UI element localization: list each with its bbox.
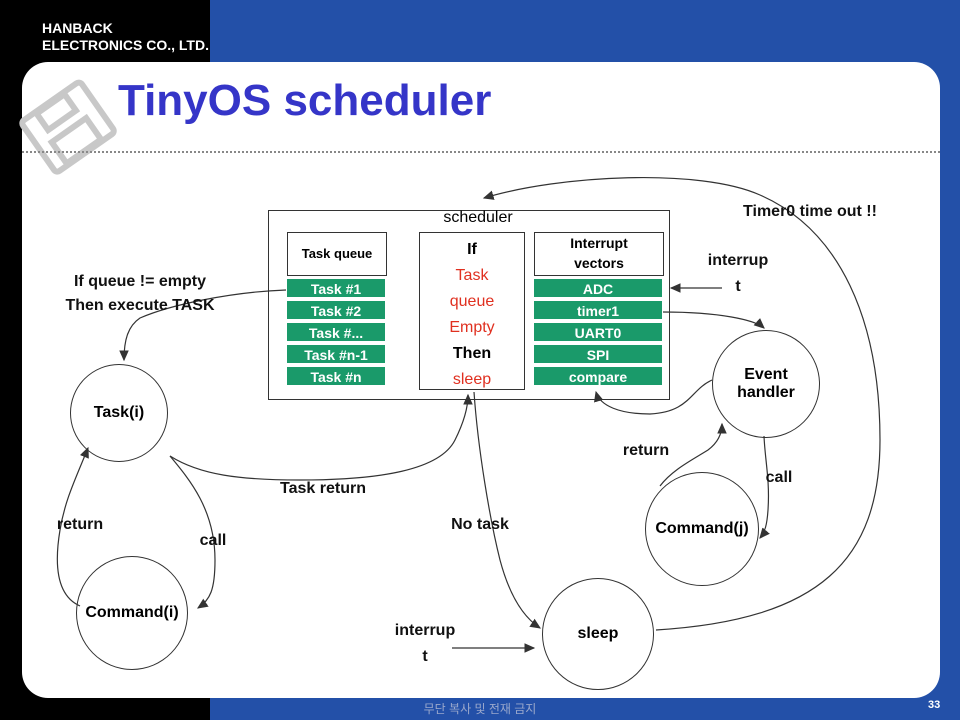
copyright-notice: 무단 복사 및 전재 금지 <box>423 702 537 716</box>
condition-then: Then <box>452 345 492 362</box>
company-line-2: ELECTRONICS CO., LTD. <box>42 37 209 53</box>
command-j-node: Command(j) <box>645 472 759 586</box>
task-queue-header: Task queue <box>287 232 387 276</box>
command-i-node: Command(i) <box>76 556 188 670</box>
task-i-node: Task(i) <box>70 364 168 462</box>
event-handler-line1: Event <box>744 366 788 383</box>
title-separator <box>22 151 940 153</box>
interrupt-vector-item: ADC <box>533 278 663 298</box>
task-queue-item: Task #... <box>286 322 386 342</box>
sleep-node: sleep <box>542 578 654 690</box>
condition-if: If <box>467 241 477 258</box>
page-number: 33 <box>928 699 941 711</box>
timer0-label: Timer0 time out !! <box>743 203 877 220</box>
interrupt-vector-item: timer1 <box>533 300 663 320</box>
condition-task: Task <box>455 267 489 284</box>
interrupt-bottom-line2: t <box>422 648 428 665</box>
call-left-label: call <box>199 532 227 549</box>
scheduler-label: scheduler <box>443 209 513 226</box>
interrupt-vectors-header-line1: Interrupt <box>570 235 628 251</box>
condition-empty: Empty <box>449 319 495 336</box>
return-right-label: return <box>622 442 670 459</box>
interrupt-vector-item: UART0 <box>533 322 663 342</box>
page-title: TinyOS scheduler <box>118 76 492 125</box>
if-queue-line2: Then execute TASK <box>65 297 215 314</box>
condition-sleep: sleep <box>452 371 492 388</box>
interrupt-bottom-line1: interrup <box>394 622 456 639</box>
condition-box: If Task queue Empty Then sleep <box>419 232 525 390</box>
interrupt-top-line2: t <box>735 278 741 295</box>
event-handler-node: Event handler <box>712 330 820 438</box>
task-queue-item: Task #2 <box>286 300 386 320</box>
interrupt-top-line1: interrup <box>707 252 769 269</box>
condition-queue: queue <box>449 293 495 310</box>
no-task-label: No task <box>451 516 509 533</box>
task-queue-item: Task #n <box>286 366 386 386</box>
task-return-label: Task return <box>280 480 366 497</box>
interrupt-vector-item: SPI <box>533 344 663 364</box>
interrupt-vector-item: compare <box>533 366 663 386</box>
call-right-label: call <box>765 469 793 486</box>
interrupt-vector-list: ADC timer1 UART0 SPI compare <box>533 278 663 390</box>
interrupt-vectors-header-line2: vectors <box>574 255 624 271</box>
interrupt-top-label: interrup t <box>688 248 788 300</box>
interrupt-bottom-label: interrup t <box>375 618 475 670</box>
company-name: HANBACK ELECTRONICS CO., LTD. <box>42 20 209 54</box>
task-queue-list: Task #1 Task #2 Task #... Task #n-1 Task… <box>286 278 386 390</box>
company-line-1: HANBACK <box>42 20 113 36</box>
event-handler-line2: handler <box>737 384 795 401</box>
if-queue-line1: If queue != empty <box>73 273 207 290</box>
return-left-label: return <box>56 516 104 533</box>
interrupt-vectors-header: Interrupt vectors <box>534 232 664 276</box>
task-queue-item: Task #1 <box>286 278 386 298</box>
if-queue-label: If queue != empty Then execute TASK <box>30 270 250 318</box>
task-queue-item: Task #n-1 <box>286 344 386 364</box>
